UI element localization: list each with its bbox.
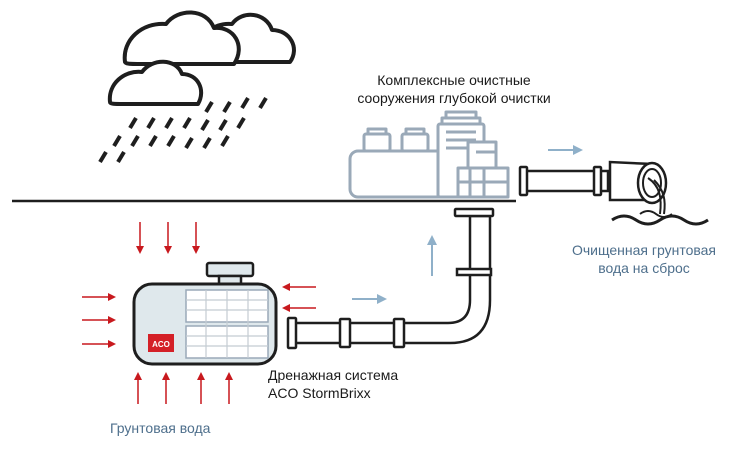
drainage-tank-icon: ACO bbox=[132, 261, 278, 366]
discharge-label-line2: вода на сброс bbox=[598, 260, 690, 276]
aco-logo-text: ACO bbox=[152, 340, 170, 349]
drainage-label-line2: ACO StormBrixx bbox=[268, 385, 371, 401]
inflow-arrows-right bbox=[282, 283, 316, 312]
discharge-pipe bbox=[518, 165, 610, 197]
drainage-label-line1: Дренажная система bbox=[268, 367, 399, 383]
treatment-plant-icon bbox=[348, 110, 510, 199]
plant-label: Комплексные очистные сооружения глубокой… bbox=[338, 71, 570, 107]
groundwater-label: Грунтовая вода bbox=[110, 420, 211, 436]
inflow-arrows-left bbox=[82, 293, 116, 348]
transfer-pipe bbox=[286, 207, 495, 350]
discharge-outlet-icon bbox=[608, 160, 709, 226]
discharge-label-line1: Очищенная грунтовая bbox=[571, 242, 717, 258]
rain-cloud-icon bbox=[98, 10, 296, 164]
discharge-label: Очищенная грунтовая вода на сброс bbox=[566, 241, 722, 277]
inflow-arrows-bottom bbox=[134, 372, 233, 404]
plant-label-line2: сооружения глубокой очистки bbox=[357, 90, 551, 106]
inflow-arrows-top bbox=[136, 222, 200, 254]
aco-logo bbox=[148, 334, 174, 352]
drainage-label: Дренажная система ACO StormBrixx bbox=[268, 366, 398, 402]
plant-label-line1: Комплексные очистные bbox=[377, 72, 531, 88]
